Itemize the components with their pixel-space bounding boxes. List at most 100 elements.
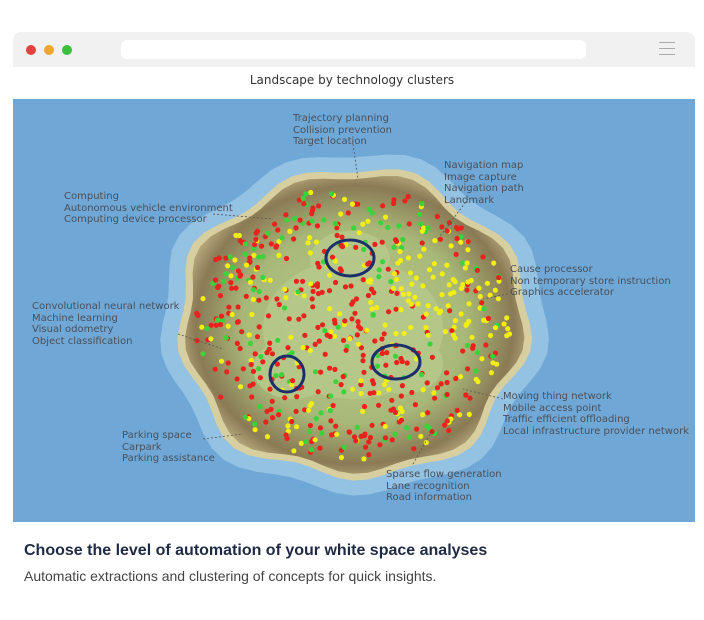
- data-point: [266, 346, 272, 352]
- close-window-button[interactable]: [26, 45, 36, 55]
- data-point: [249, 394, 255, 400]
- data-point: [281, 305, 288, 311]
- data-point: [337, 266, 343, 272]
- data-point: [312, 341, 318, 347]
- data-point: [328, 418, 334, 424]
- data-point: [309, 211, 315, 217]
- minimize-window-button[interactable]: [44, 45, 54, 55]
- data-point: [267, 340, 273, 346]
- data-point: [434, 213, 440, 220]
- data-point: [452, 335, 458, 341]
- data-point: [382, 214, 389, 220]
- data-point: [458, 234, 464, 240]
- data-point: [390, 285, 396, 291]
- data-point: [328, 191, 335, 197]
- data-point: [275, 227, 281, 233]
- data-point: [448, 243, 454, 249]
- map-title: Landscape by technology clusters: [249, 73, 455, 87]
- data-point: [361, 456, 367, 462]
- data-point: [345, 210, 351, 216]
- data-point: [399, 408, 405, 415]
- data-point: [284, 217, 290, 223]
- data-point: [430, 274, 436, 280]
- data-point: [453, 251, 459, 257]
- data-point: [321, 217, 327, 223]
- data-point: [423, 325, 429, 331]
- data-point: [348, 283, 354, 289]
- data-point: [419, 240, 425, 246]
- data-point: [327, 333, 333, 340]
- data-point: [411, 446, 417, 452]
- data-point: [251, 246, 257, 252]
- data-point: [467, 395, 473, 401]
- data-point: [426, 267, 433, 273]
- data-point: [306, 235, 313, 241]
- data-point: [332, 366, 338, 372]
- data-point: [315, 324, 321, 330]
- data-point: [247, 255, 253, 261]
- data-point: [378, 220, 384, 226]
- leader-line: [412, 428, 434, 465]
- data-point: [312, 369, 319, 375]
- data-point: [399, 383, 405, 389]
- data-point: [454, 235, 460, 242]
- data-point: [347, 336, 353, 342]
- data-point: [279, 235, 285, 241]
- data-point: [225, 360, 231, 366]
- data-point: [242, 414, 248, 420]
- data-point: [400, 291, 406, 297]
- data-point: [483, 342, 489, 348]
- data-point: [479, 356, 485, 362]
- data-point: [294, 424, 300, 430]
- data-point: [228, 273, 234, 279]
- data-point: [313, 416, 319, 422]
- data-point: [466, 411, 472, 417]
- data-point: [213, 322, 219, 328]
- data-point: [237, 273, 243, 279]
- maximize-window-button[interactable]: [62, 45, 72, 55]
- data-point: [301, 293, 307, 299]
- data-point: [505, 326, 511, 332]
- data-point: [371, 290, 377, 296]
- data-point: [458, 239, 464, 245]
- data-point: [270, 415, 276, 421]
- data-point: [408, 324, 414, 331]
- address-bar[interactable]: [121, 40, 586, 59]
- data-point: [248, 361, 254, 368]
- data-point: [326, 288, 333, 294]
- data-point: [342, 284, 349, 290]
- hamburger-menu-icon[interactable]: [659, 42, 675, 56]
- data-point: [384, 350, 390, 356]
- data-point: [368, 277, 374, 283]
- data-point: [400, 236, 406, 243]
- data-point: [252, 427, 258, 433]
- data-point: [215, 284, 221, 291]
- data-point: [398, 417, 405, 423]
- data-point: [412, 294, 418, 300]
- data-point: [397, 248, 403, 255]
- data-point: [431, 261, 437, 267]
- data-point: [393, 237, 399, 243]
- data-point: [295, 289, 301, 295]
- data-point: [291, 236, 297, 242]
- data-point: [223, 271, 229, 277]
- data-point: [256, 288, 262, 295]
- data-point: [492, 287, 498, 293]
- data-point: [276, 252, 282, 258]
- data-point: [300, 278, 306, 284]
- data-point: [308, 189, 314, 196]
- data-point: [382, 423, 388, 429]
- data-point: [246, 332, 252, 338]
- data-point: [263, 419, 269, 425]
- data-point: [338, 211, 344, 217]
- data-point: [308, 447, 314, 453]
